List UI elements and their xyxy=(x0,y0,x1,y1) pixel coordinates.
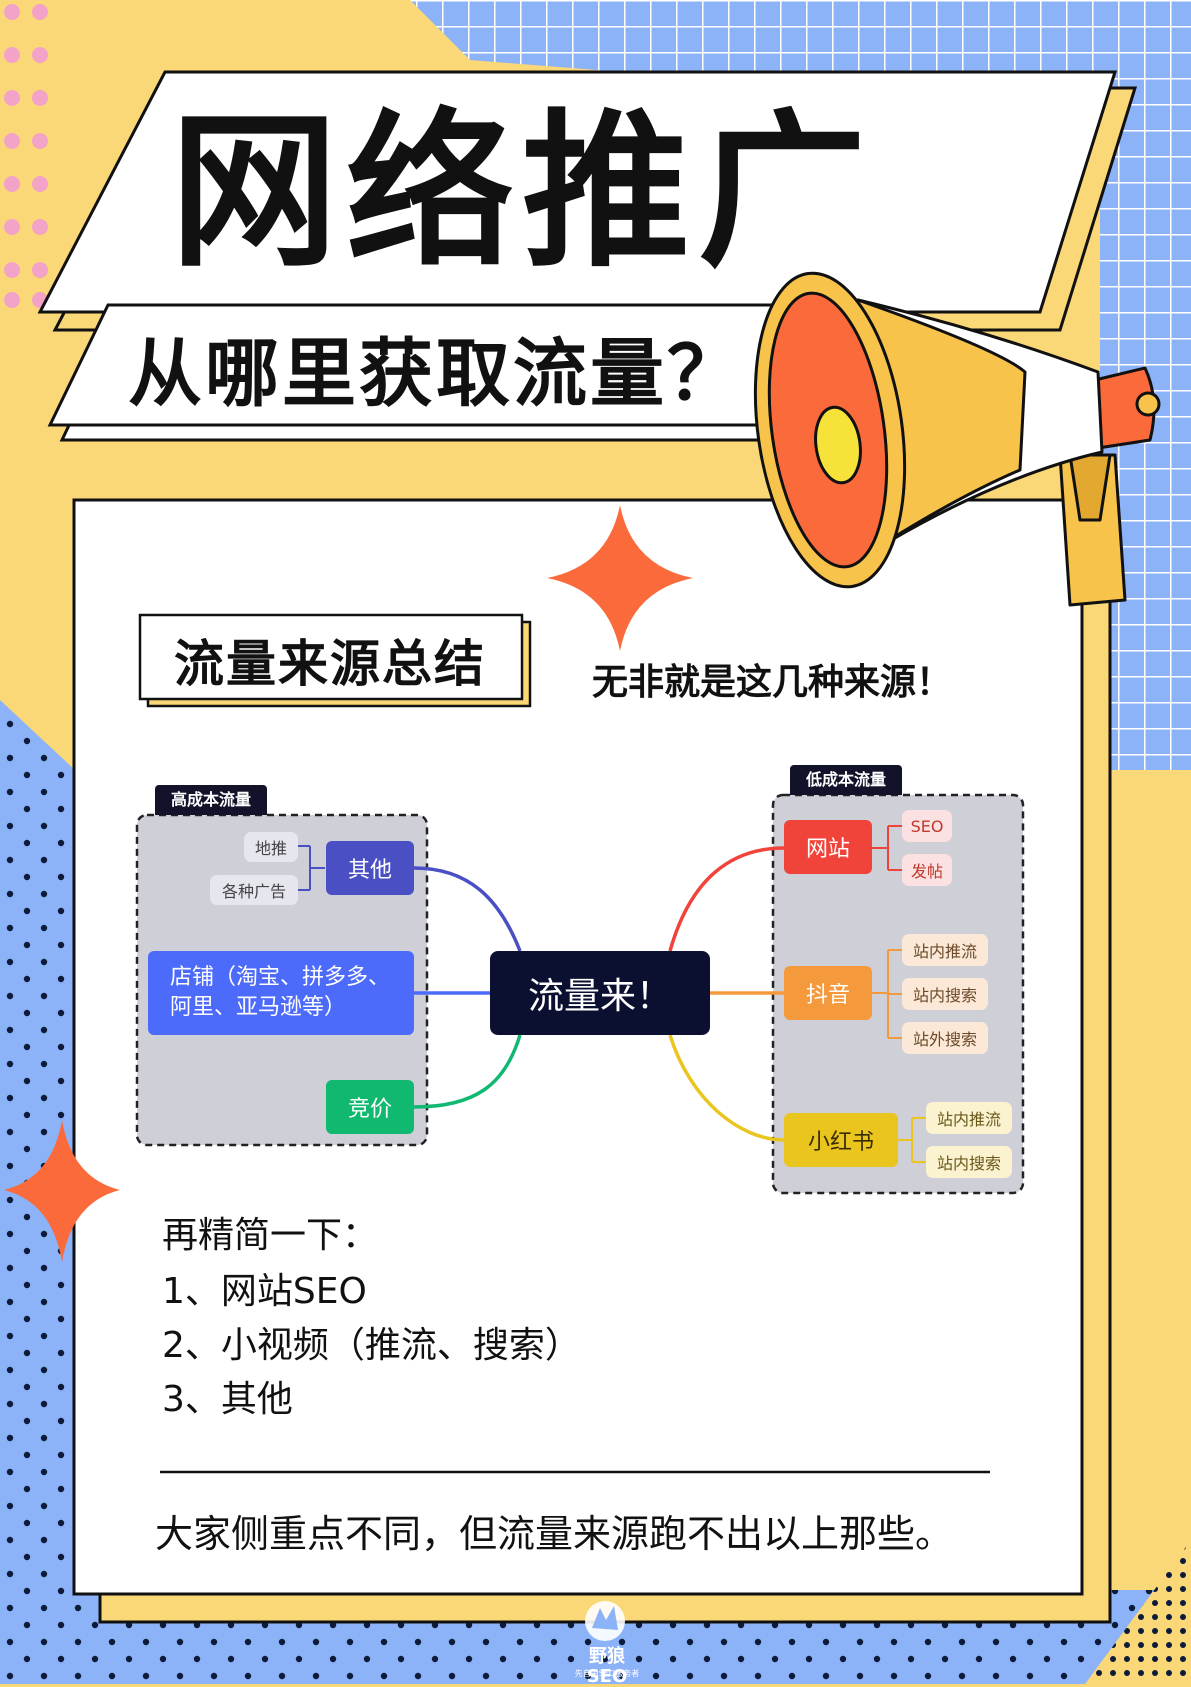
sparkle-icon-left xyxy=(4,1120,120,1262)
refine-item-2: 2、小视频（推流、搜索） xyxy=(162,1325,581,1366)
summary-note: 无非就是这几种来源！ xyxy=(592,662,953,703)
leaf-brackets xyxy=(296,825,926,1163)
refine-item-1: 1、网站SEO xyxy=(162,1271,367,1312)
leaf-ground-promotion: 地推 xyxy=(244,832,298,862)
node-shop: 店铺（淘宝、拼多多、 阿里、亚马逊等） xyxy=(148,951,414,1035)
node-xiaohongshu: 小红书 xyxy=(784,1113,898,1167)
mindmap-connectors xyxy=(413,846,785,1142)
megaphone-icon xyxy=(753,271,1161,607)
wolf-logo-icon xyxy=(585,1601,625,1641)
pink-dots xyxy=(4,4,48,308)
node-shop-line2: 阿里、亚马逊等） xyxy=(170,995,347,1020)
leaf-douyin-search: 站内搜索 xyxy=(902,978,988,1010)
node-other: 其他 xyxy=(326,841,414,895)
refine-item-3: 3、其他 xyxy=(162,1379,293,1420)
refine-heading: 再精简一下： xyxy=(162,1215,379,1256)
summary-title: 流量来源总结 xyxy=(174,635,486,693)
title-banner xyxy=(37,70,1118,314)
page-title: 网络推广 xyxy=(170,94,874,290)
dotted-corner xyxy=(1085,1540,1191,1684)
conclusion-text: 大家侧重点不同，但流量来源跑不出以上那些。 xyxy=(155,1512,954,1556)
leaf-douyin-external: 站外搜索 xyxy=(902,1022,988,1054)
leaf-posting: 发帖 xyxy=(902,854,952,886)
sparkle-icon xyxy=(547,505,693,651)
leaf-seo: SEO xyxy=(902,810,952,842)
low-cost-label: 低成本流量 xyxy=(790,765,902,795)
leaf-xhs-push: 站内推流 xyxy=(926,1102,1012,1134)
node-douyin: 抖音 xyxy=(784,966,872,1020)
logo-name: 野狼SEO xyxy=(586,1646,628,1687)
high-cost-label: 高成本流量 xyxy=(155,785,267,815)
summary-box xyxy=(138,613,524,701)
leaf-xhs-search: 站内搜索 xyxy=(926,1146,1012,1178)
center-node: 流量来！ xyxy=(490,951,710,1035)
node-bidding: 竞价 xyxy=(326,1080,414,1134)
node-website: 网站 xyxy=(784,820,872,874)
node-shop-line1: 店铺（淘宝、拼多多、 xyxy=(170,965,391,990)
page-subtitle: 从哪里获取流量？ xyxy=(128,331,744,417)
leaf-douyin-push: 站内推流 xyxy=(902,934,988,966)
logo-tagline: 先自由SEO服务者 xyxy=(574,1669,640,1678)
leaf-ads: 各种广告 xyxy=(210,875,298,905)
